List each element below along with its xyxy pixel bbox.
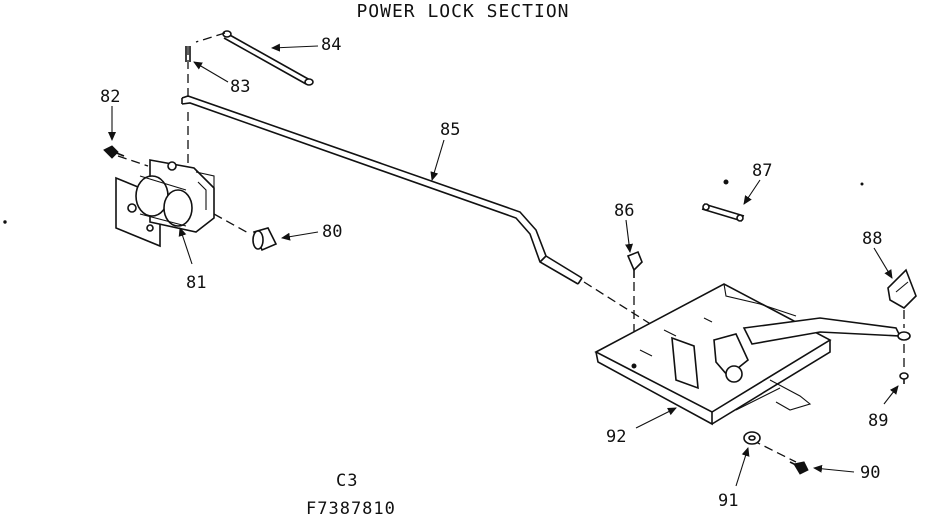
callout-89: 89: [868, 411, 888, 431]
callout-90: 90: [860, 463, 880, 483]
callout-92: 92: [606, 427, 626, 447]
callout-arrows: [108, 43, 899, 487]
footer-model: F7387810: [306, 499, 396, 516]
part-90-screw: [789, 461, 809, 475]
callout-86: 86: [614, 201, 634, 221]
diagram-title: POWER LOCK SECTION: [356, 1, 569, 22]
scan-speck: [860, 182, 864, 186]
callout-84: 84: [321, 35, 341, 55]
callout-91: 91: [718, 491, 738, 511]
part-91-washer: [743, 431, 761, 445]
callout-85: 85: [440, 120, 460, 140]
part-80-bushing: [213, 213, 278, 252]
callout-80: 80: [322, 222, 342, 242]
part-89-screw: [899, 344, 909, 384]
callout-82: 82: [100, 87, 120, 107]
part-82-screw: [103, 145, 125, 159]
part-87-clip: [701, 179, 745, 222]
callout-88: 88: [862, 229, 882, 249]
part-83-pin: [185, 32, 226, 190]
callout-83: 83: [230, 77, 250, 97]
callout-81: 81: [186, 273, 206, 293]
part-85-rod: [181, 95, 661, 331]
callout-87: 87: [752, 161, 772, 181]
part-88-cap: [887, 268, 917, 341]
part-84-rod: [222, 30, 314, 86]
part-81-solenoid: [115, 155, 215, 248]
scan-speck: [3, 220, 7, 224]
part-92-plate: [594, 283, 902, 463]
footer-code: C3: [336, 471, 358, 491]
